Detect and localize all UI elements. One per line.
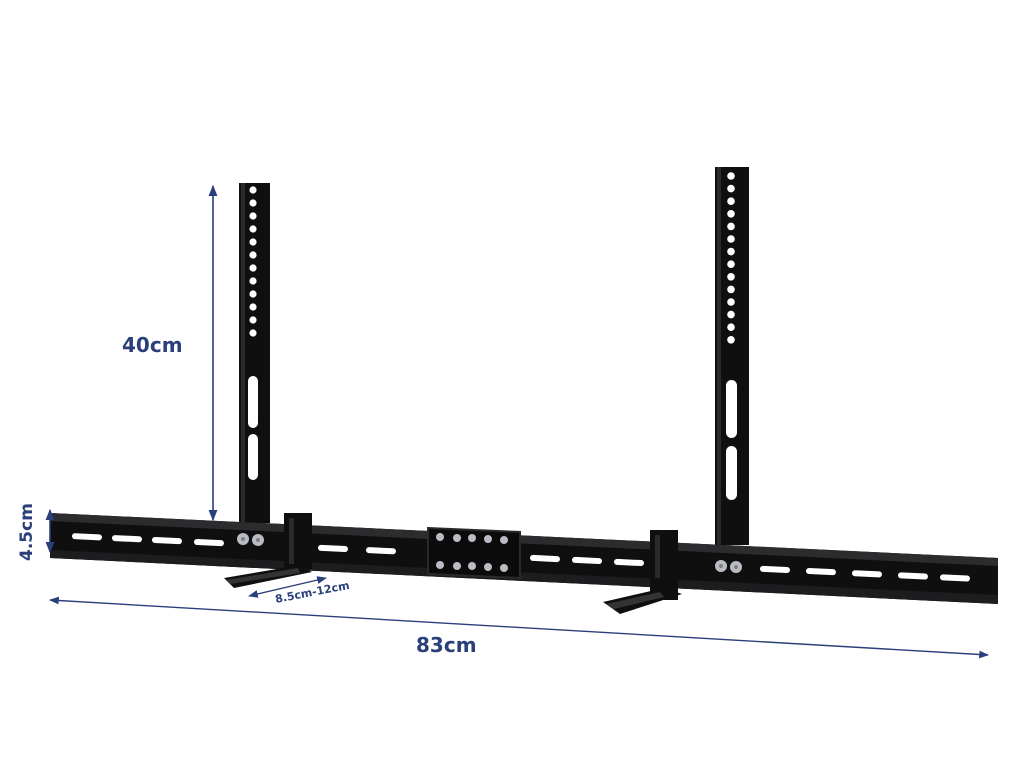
arm-holes (727, 172, 735, 344)
bar-slot (529, 554, 560, 563)
plate-screw (453, 534, 461, 542)
arm-slot (248, 434, 258, 480)
plate-screw (436, 561, 444, 569)
plate-screw (453, 562, 461, 570)
plate-screw (500, 564, 508, 572)
arm-slot (726, 380, 737, 438)
arm-slot (248, 376, 258, 428)
arm-hole (727, 235, 735, 243)
bar-slot (805, 568, 836, 576)
left-arm-screws (237, 533, 264, 546)
arm-hole (727, 260, 735, 269)
arm-hole (249, 199, 257, 207)
shelf-range-label: 8.5cm-12cm (274, 579, 350, 606)
arm-hole (727, 323, 735, 332)
arm-hole (249, 264, 257, 272)
bar-slot (939, 574, 970, 582)
arm-hole (727, 222, 735, 231)
arm-hole (249, 251, 257, 259)
plate-screw (484, 563, 492, 571)
total-width-label: 83cm (416, 633, 477, 657)
arm-hole (727, 210, 735, 218)
bar-slot (571, 556, 602, 565)
bar-slot (851, 570, 882, 578)
bar-height-label: 4.5cm (17, 503, 37, 561)
arm-hole (727, 298, 735, 306)
bar-slot (897, 572, 928, 580)
bar-slot (759, 565, 790, 573)
bar-slot (111, 535, 142, 543)
arm-slot (726, 446, 737, 500)
bar-slot (71, 533, 102, 541)
right-arm-screws (715, 560, 742, 573)
total-width-dimension-line (49, 596, 989, 659)
arm-hole (249, 290, 257, 298)
center-plate (427, 526, 521, 580)
shelf-range-dimension-line (248, 576, 327, 598)
arm-hole (249, 303, 257, 311)
bar-slot (193, 538, 224, 547)
plate-screws (436, 533, 508, 572)
bar-slot (317, 544, 348, 553)
arm-holes (249, 186, 257, 337)
arm-hole (727, 197, 735, 205)
arm-hole (249, 186, 257, 194)
arm-hole (249, 225, 257, 233)
plate-screw (468, 562, 476, 570)
arm-hole (249, 329, 257, 337)
bar-slots (71, 533, 970, 582)
plate-screw (436, 533, 444, 541)
arm-hole (727, 310, 735, 319)
bar-slot (365, 547, 396, 555)
bar-slot (613, 558, 644, 567)
arm-hole (727, 184, 735, 193)
plate-screw (484, 535, 492, 543)
arm-hole (727, 285, 735, 294)
arm-hole (727, 336, 735, 344)
arm-hole (727, 172, 735, 180)
arm-hole (727, 247, 735, 256)
arm-hole (249, 277, 257, 285)
right-vertical-arm (715, 167, 749, 545)
left-vertical-arm (239, 183, 270, 523)
horizontal-bar (50, 513, 998, 604)
bar-slot (151, 536, 182, 545)
arm-hole (249, 238, 257, 246)
plate-screw (468, 534, 476, 542)
plate-screw (500, 536, 508, 544)
arm-hole (249, 316, 257, 324)
arm-height-label: 40cm (122, 333, 183, 357)
arm-hole (249, 212, 257, 220)
arm-hole (727, 273, 735, 281)
